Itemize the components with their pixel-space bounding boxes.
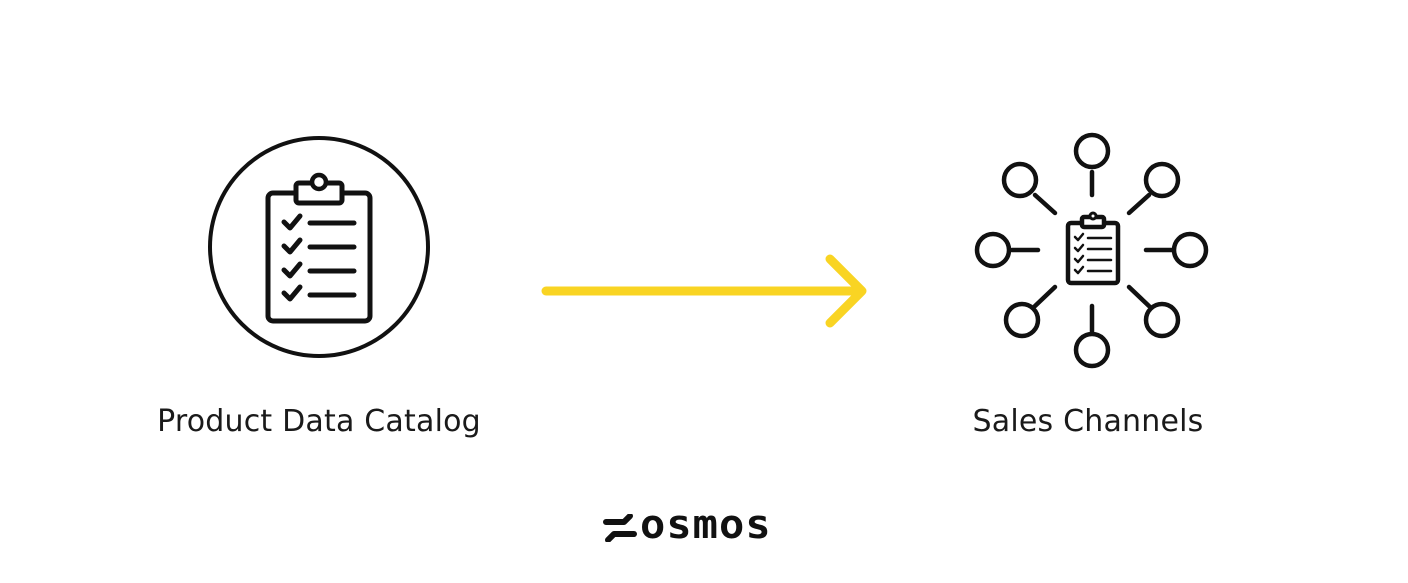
pin-bottom-right-head <box>1143 301 1181 339</box>
osmos-logo-mark-icon <box>603 514 637 542</box>
check-2 <box>281 237 303 255</box>
clipboard-checklist-icon <box>208 136 430 358</box>
mini-check-1 <box>1073 232 1085 242</box>
pin-bottom-right-stem <box>1126 284 1152 309</box>
check-1 <box>281 213 303 231</box>
pin-top-right-head <box>1143 161 1181 199</box>
clipboard-board <box>265 190 373 324</box>
catalog-circle-outline <box>208 136 430 358</box>
target-node-label: Sales Channels <box>972 404 1204 439</box>
arrow-right-icon <box>541 254 867 328</box>
clipboard-clip-ring <box>309 172 329 192</box>
brand-wordmark: osmos <box>640 502 772 548</box>
mini-check-3 <box>1073 254 1085 264</box>
pin-bottom-left-stem <box>1032 284 1058 309</box>
pin-left-head <box>974 231 1012 269</box>
check-4 <box>281 284 303 302</box>
mini-check-2 <box>1073 243 1085 253</box>
pin-right-head <box>1171 231 1209 269</box>
clipboard-network-icon <box>974 132 1209 369</box>
arrow-head <box>825 254 867 328</box>
mini-clipboard-ring <box>1088 211 1098 221</box>
pin-top-left-head <box>1001 161 1039 199</box>
pin-bottom-head <box>1073 331 1111 369</box>
mini-clipboard-board <box>1065 220 1121 286</box>
osmos-logo: osmos <box>602 502 802 548</box>
pin-bottom-left-head <box>1003 301 1041 339</box>
mini-check-4 <box>1073 265 1085 275</box>
pin-top-head <box>1073 132 1111 170</box>
pin-top-right-stem <box>1126 192 1152 216</box>
source-node-label: Product Data Catalog <box>157 404 481 439</box>
check-3 <box>281 261 303 279</box>
pin-top-left-stem <box>1032 192 1058 216</box>
